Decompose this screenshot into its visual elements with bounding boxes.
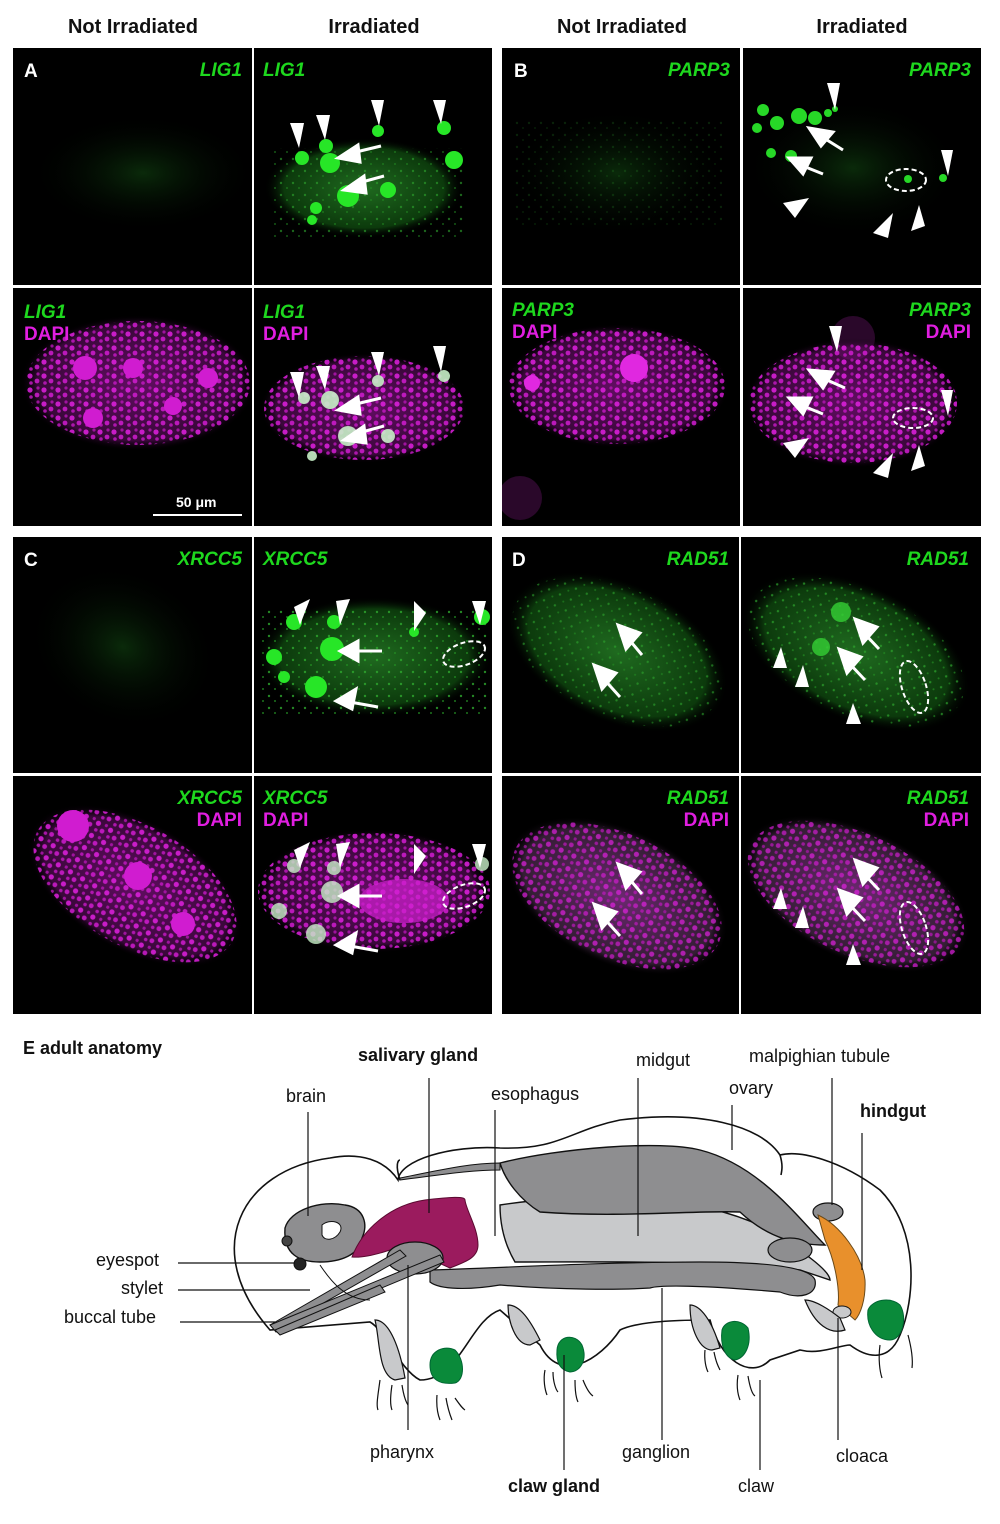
dapi-label: DAPI: [683, 810, 729, 831]
scale-bar-label: 50 μm: [176, 494, 217, 510]
dapi-label: DAPI: [196, 810, 242, 831]
panel-letter: D: [512, 550, 526, 571]
label-cloaca: cloaca: [836, 1446, 889, 1466]
panel-a-lig1-irradiated: LIG1: [254, 48, 492, 285]
panel-c-xrcc5-dapi-not-irradiated: XRCC5 DAPI: [13, 776, 252, 1014]
label-eyespot: eyespot: [96, 1250, 160, 1270]
dapi-label: DAPI: [512, 322, 558, 343]
label-hindgut: hindgut: [860, 1101, 926, 1121]
anatomy-title: E adult anatomy: [23, 1038, 163, 1058]
gene-label: LIG1: [263, 302, 306, 323]
gene-label: RAD51: [906, 788, 969, 809]
panel-a-lig1-dapi-not-irradiated: LIG1 DAPI 50 μm: [13, 288, 252, 526]
dapi-label: DAPI: [925, 322, 971, 343]
dapi-label: DAPI: [24, 324, 70, 345]
panel-d-rad51-dapi-not-irradiated: RAD51 DAPI: [502, 776, 739, 1014]
panel-letter: C: [24, 550, 38, 571]
gene-label: XRCC5: [177, 549, 242, 570]
label-claw-gland: claw gland: [508, 1476, 601, 1496]
gene-label: XRCC5: [263, 549, 328, 570]
gene-label: LIG1: [263, 60, 306, 81]
panel-b-parp3-not-irradiated: B PARP3: [502, 48, 740, 285]
panel-c-xrcc5-irradiated: XRCC5: [254, 537, 492, 773]
panel-c-xrcc5-dapi-irradiated: XRCC5 DAPI: [254, 776, 492, 1014]
label-esophagus: esophagus: [491, 1084, 580, 1104]
gene-label: XRCC5: [177, 788, 242, 809]
dapi-label: DAPI: [263, 810, 309, 831]
gene-label: LIG1: [199, 60, 242, 81]
label-salivary-gland: salivary gland: [358, 1045, 479, 1065]
scale-bar: [153, 514, 242, 516]
panel-letter: B: [514, 61, 528, 82]
gene-label: LIG1: [24, 302, 67, 323]
panel-d-rad51-irradiated: RAD51: [741, 537, 981, 773]
column-header-irradiated-right: Irradiated: [816, 16, 908, 38]
label-stylet: stylet: [121, 1278, 164, 1298]
label-claw: claw: [738, 1476, 775, 1496]
label-ganglion: ganglion: [622, 1442, 691, 1462]
panel-a-lig1-not-irradiated: A LIG1: [13, 48, 252, 285]
gene-label: PARP3: [909, 300, 971, 321]
gene-label: RAD51: [666, 788, 729, 809]
panel-b-parp3-irradiated: PARP3: [743, 48, 981, 285]
column-header-not-irradiated-left: Not Irradiated: [67, 16, 199, 38]
gene-label: PARP3: [909, 60, 971, 81]
label-midgut: midgut: [636, 1050, 691, 1070]
label-brain: brain: [286, 1086, 327, 1106]
panel-c-xrcc5-not-irradiated: C XRCC5: [13, 537, 252, 773]
dapi-label: DAPI: [263, 324, 309, 345]
label-malpighian-tubule: malpighian tubule: [749, 1046, 891, 1066]
gene-label: XRCC5: [263, 788, 328, 809]
dapi-label: DAPI: [923, 810, 969, 831]
label-pharynx: pharynx: [370, 1442, 435, 1462]
panel-d-rad51-not-irradiated: D RAD51: [502, 537, 739, 773]
tardigrade-anatomy-diagram: [178, 1078, 913, 1470]
panel-letter: A: [24, 61, 38, 82]
panel-a-lig1-dapi-irradiated: LIG1 DAPI: [254, 288, 492, 526]
column-header-not-irradiated-right: Not Irradiated: [556, 16, 688, 38]
panel-d-rad51-dapi-irradiated: RAD51 DAPI: [741, 776, 981, 1014]
gene-label: PARP3: [512, 300, 574, 321]
label-buccal-tube: buccal tube: [64, 1307, 157, 1327]
column-header-irradiated-left: Irradiated: [328, 16, 420, 38]
gene-label: RAD51: [906, 549, 969, 570]
panel-b-parp3-dapi-not-irradiated: PARP3 DAPI: [502, 288, 740, 526]
gene-label: PARP3: [668, 60, 730, 81]
panel-b-parp3-dapi-irradiated: PARP3 DAPI: [743, 288, 981, 526]
label-ovary: ovary: [729, 1078, 774, 1098]
gene-label: RAD51: [666, 549, 729, 570]
